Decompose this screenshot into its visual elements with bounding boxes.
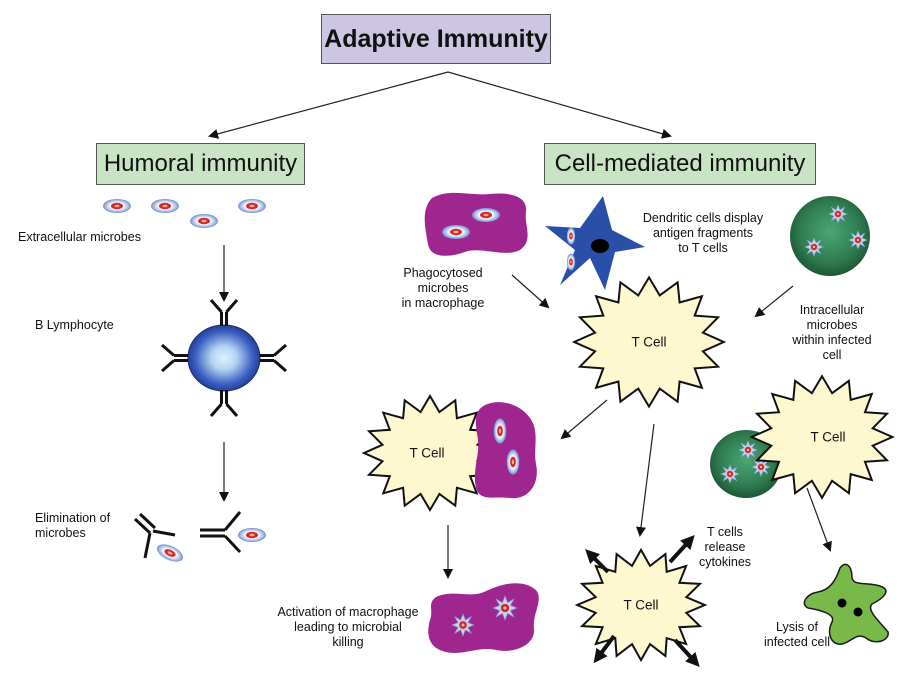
infected-cell-attacked-icon — [710, 430, 782, 498]
dendritic-line3: to T cells — [678, 241, 728, 255]
lysis-line1: Lysis of — [776, 620, 818, 634]
title-box: Adaptive Immunity — [321, 14, 551, 64]
cytokines-line2: release — [704, 540, 746, 554]
lysis-label: Lysis of infected cell — [752, 620, 842, 650]
macrophage-phagocytosed-icon — [424, 192, 528, 256]
dendritic-cell-icon — [545, 196, 645, 290]
macrophage-killing-icon — [428, 583, 539, 653]
arrow-to-humoral — [208, 71, 449, 139]
lysis-line2: infected cell — [763, 635, 830, 649]
b-lymphocyte-label: B Lymphocyte — [35, 318, 114, 332]
cell-mediated-immunity-label: Cell-mediated immunity — [554, 150, 806, 177]
dendritic-line2: antigen fragments — [652, 226, 754, 240]
dendritic-label: Dendritic cells display antigen fragment… — [628, 211, 778, 256]
phagocytosed-line2: microbes — [417, 281, 469, 295]
intracellular-line4: cell — [822, 348, 842, 362]
phagocytosed-line3: in macrophage — [401, 296, 485, 310]
macrophage-activated-icon — [474, 402, 537, 499]
extracellular-microbes-label: Extracellular microbes — [18, 230, 141, 244]
infected-cell-icon — [790, 196, 870, 276]
cell-mediated-immunity-box: Cell-mediated immunity — [544, 143, 816, 185]
elimination-antibodies-icon — [133, 511, 266, 566]
cytokines-line1: T cells — [707, 525, 743, 539]
cytokines-line3: cytokines — [698, 555, 752, 569]
humoral-immunity-label: Humoral immunity — [103, 150, 298, 177]
arrow-macrophage-to-tcell — [511, 274, 550, 309]
dendritic-line1: Dendritic cells display — [642, 211, 764, 225]
activation-label: Activation of macrophage leading to micr… — [268, 605, 428, 650]
page-title: Adaptive Immunity — [324, 24, 548, 53]
activation-line1: Activation of macrophage — [277, 605, 419, 619]
intracellular-line1: Intracellular — [799, 303, 865, 317]
intracellular-line3: within infected — [792, 333, 872, 347]
t-cell-central-icon — [571, 275, 727, 409]
b-lymphocyte-icon — [160, 298, 288, 418]
extracellular-microbes — [103, 199, 266, 228]
arrow-infected-to-tcell — [754, 285, 794, 318]
elimination-label-line2: microbes — [35, 526, 86, 540]
t-cell-cytokine-icon — [574, 547, 708, 663]
arrow-tcell-to-cytokines — [636, 423, 655, 537]
activation-line2: leading to microbial — [294, 620, 402, 634]
t-cell-label-macrophage: T Cell — [409, 445, 445, 461]
elimination-label: Elimination of microbes — [35, 511, 110, 541]
t-cell-label-cytokine: T Cell — [623, 597, 659, 613]
humoral-immunity-box: Humoral immunity — [96, 143, 305, 185]
cytokines-label: T cells release cytokines — [690, 525, 760, 570]
arrow-to-cell-mediated — [447, 71, 672, 139]
intracellular-line2: microbes — [806, 318, 858, 332]
t-cell-label-infected: T Cell — [810, 429, 846, 445]
arrow-tcell-to-macrophage-activation — [560, 399, 608, 440]
elimination-label-line1: Elimination of — [35, 511, 111, 525]
cytokine-arrows — [585, 535, 700, 667]
activation-line3: killing — [332, 635, 364, 649]
phagocytosed-label: Phagocytosed microbes in macrophage — [388, 266, 498, 311]
arrow-to-lysis — [806, 487, 832, 552]
t-cell-infected-icon — [749, 374, 895, 500]
t-cell-label-central: T Cell — [631, 334, 667, 350]
intracellular-label: Intracellular microbes within infected c… — [778, 303, 886, 363]
lysed-cell-icon — [803, 563, 889, 645]
phagocytosed-line1: Phagocytosed — [403, 266, 483, 280]
